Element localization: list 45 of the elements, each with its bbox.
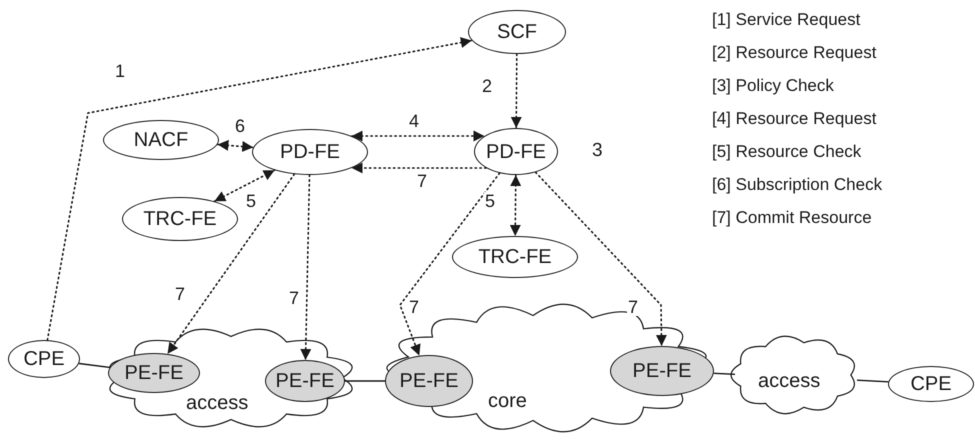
- ellipse: TRC-FE: [452, 236, 578, 278]
- dotted-arrow: [534, 172, 667, 347]
- edge-label: 7: [408, 298, 420, 316]
- ellipse: CPE: [8, 340, 80, 378]
- connector-line: [78, 362, 110, 368]
- edge-label: 6: [234, 117, 246, 135]
- dotted-arrow: [510, 53, 522, 129]
- step-description: [6] Subscription Check: [712, 174, 882, 196]
- ellipse: NACF: [103, 120, 219, 160]
- dotted-arrow: [510, 174, 522, 237]
- ellipse: PD-FE: [252, 129, 368, 175]
- edge-label: 5: [484, 192, 496, 210]
- step-description: [4] Resource Request: [712, 108, 878, 130]
- edge-label: 7: [174, 285, 186, 303]
- dotted-arrow: [216, 140, 254, 152]
- connector-line: [345, 380, 385, 382]
- step-description: [3] Policy Check: [712, 75, 835, 97]
- ellipse: PD-FE: [474, 128, 558, 175]
- dotted-arrow: [350, 130, 486, 142]
- dotted-arrow: [350, 162, 487, 174]
- dotted-arrow: [46, 37, 473, 341]
- step-description: [5] Resource Check: [712, 141, 862, 163]
- step-description: [7] Commit Resource: [712, 207, 873, 229]
- dotted-arrow: [399, 172, 500, 356]
- cloud-label: access: [758, 370, 820, 393]
- edge-label: 5: [245, 192, 258, 210]
- dotted-arrow: [214, 169, 276, 202]
- connector-line: [856, 380, 888, 382]
- step-description: [2] Resource Request: [712, 42, 878, 64]
- ellipse: CPE: [888, 366, 974, 402]
- edge-label: 2: [481, 77, 494, 95]
- step-number: 3: [592, 140, 603, 162]
- ellipse: TRC-FE: [122, 197, 238, 241]
- ellipse: SCF: [468, 10, 566, 54]
- dotted-arrow: [300, 174, 312, 361]
- edge-label: 4: [408, 112, 420, 130]
- edge-label: 1: [114, 62, 126, 80]
- edge-label: 7: [627, 298, 640, 316]
- cloud-label: core: [488, 390, 527, 413]
- edge-label: 7: [416, 172, 428, 190]
- cloud-label: access: [186, 392, 248, 415]
- connector-line: [714, 372, 736, 375]
- dotted-arrow: [166, 173, 296, 355]
- step-description: [1] Service Request: [712, 9, 862, 31]
- edge-label: 7: [288, 289, 300, 307]
